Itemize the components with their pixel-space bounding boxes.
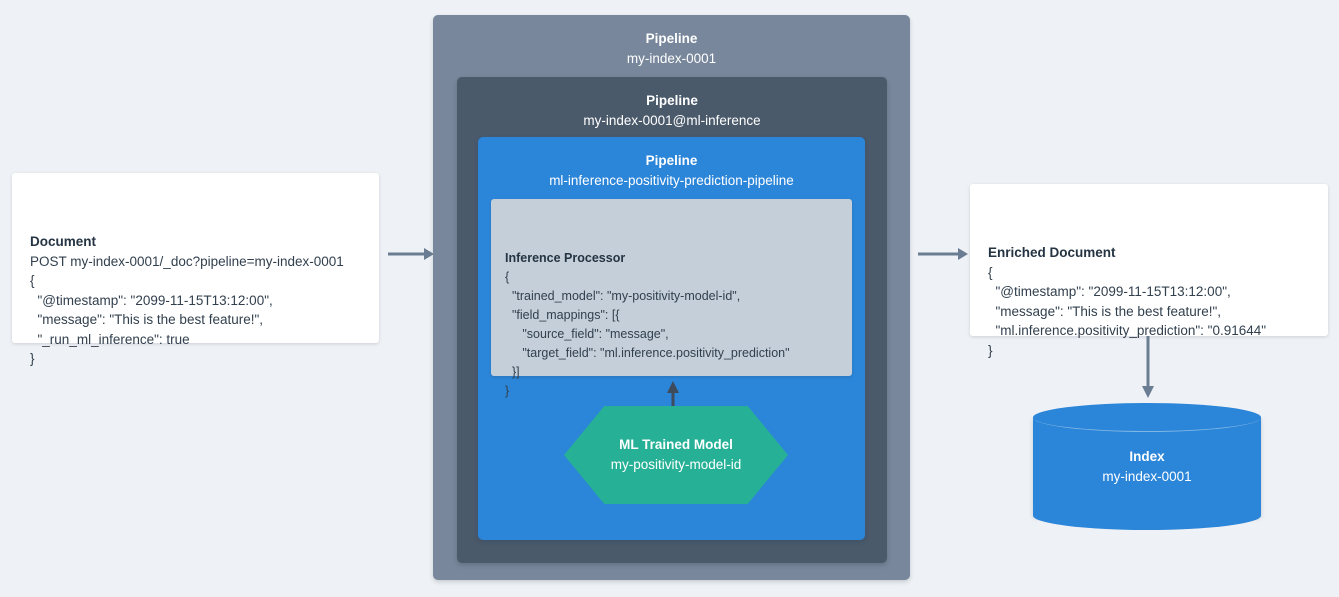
pipeline-outer-header: Pipeline my-index-0001 [433,15,910,69]
enriched-document-body: { "@timestamp": "2099-11-15T13:12:00", "… [988,264,1267,358]
inference-processor-body: { "trained_model": "my-positivity-model-… [505,270,790,398]
index-name: my-index-0001 [1102,468,1192,484]
index-cylinder: Index my-index-0001 [1033,403,1261,530]
document-card-body: POST my-index-0001/_doc?pipeline=my-inde… [30,253,344,367]
arrow-enriched-document-to-index [1142,336,1154,398]
ml-trained-model-name: my-positivity-model-id [610,457,742,472]
pipeline-inner-name: ml-inference-positivity-prediction-pipel… [549,173,794,188]
ml-trained-model-node: ML Trained Model my-positivity-model-id [564,406,788,504]
pipeline-inner-positivity-prediction: Pipeline ml-inference-positivity-predict… [478,137,865,540]
index-cylinder-bottom-ellipse [1033,501,1261,530]
pipeline-inner-kind: Pipeline [645,153,698,168]
index-cylinder-top-ellipse [1033,403,1261,432]
pipeline-outer-kind: Pipeline [645,31,698,46]
pipeline-middle-name: my-index-0001@ml-inference [583,113,761,128]
arrow-document-to-pipeline [388,248,434,260]
index-kind: Index [1129,448,1165,464]
document-card-title: Document [30,234,97,249]
index-cylinder-label: Index my-index-0001 [1033,403,1261,530]
pipeline-outer-my-index-0001: Pipeline my-index-0001 Pipeline my-index… [433,15,910,580]
ml-trained-model-kind: ML Trained Model [619,437,733,452]
pipeline-middle-ml-inference: Pipeline my-index-0001@ml-inference Pipe… [457,77,887,563]
pipeline-inner-header: Pipeline ml-inference-positivity-predict… [478,137,865,191]
inference-processor-title: Inference Processor [505,251,626,265]
enriched-document-card: Enriched Document { "@timestamp": "2099-1… [970,184,1328,358]
pipeline-middle-header: Pipeline my-index-0001@ml-inference [457,77,887,131]
pipeline-outer-name: my-index-0001 [626,51,717,66]
enriched-document-title: Enriched Document [988,245,1116,260]
index-cylinder-body [1033,417,1261,516]
inference-processor-card: Inference Processor { "trained_model": "m… [491,199,852,398]
arrow-pipeline-to-enriched-document [918,248,968,260]
pipeline-middle-kind: Pipeline [646,93,698,108]
